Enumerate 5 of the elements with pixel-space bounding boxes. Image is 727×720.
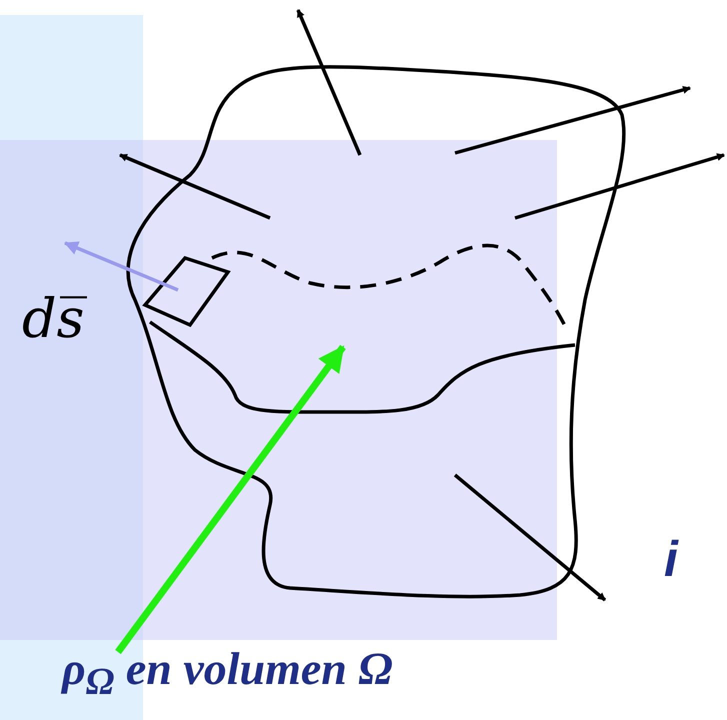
volume-label: ρ$_{Ω}$ en volumen Ω: [62, 642, 393, 704]
surface-element-label: ds̅: [22, 287, 84, 350]
volume-drawing: [126, 65, 626, 598]
current-label: i: [664, 530, 678, 588]
leader-arrow: [115, 344, 346, 654]
